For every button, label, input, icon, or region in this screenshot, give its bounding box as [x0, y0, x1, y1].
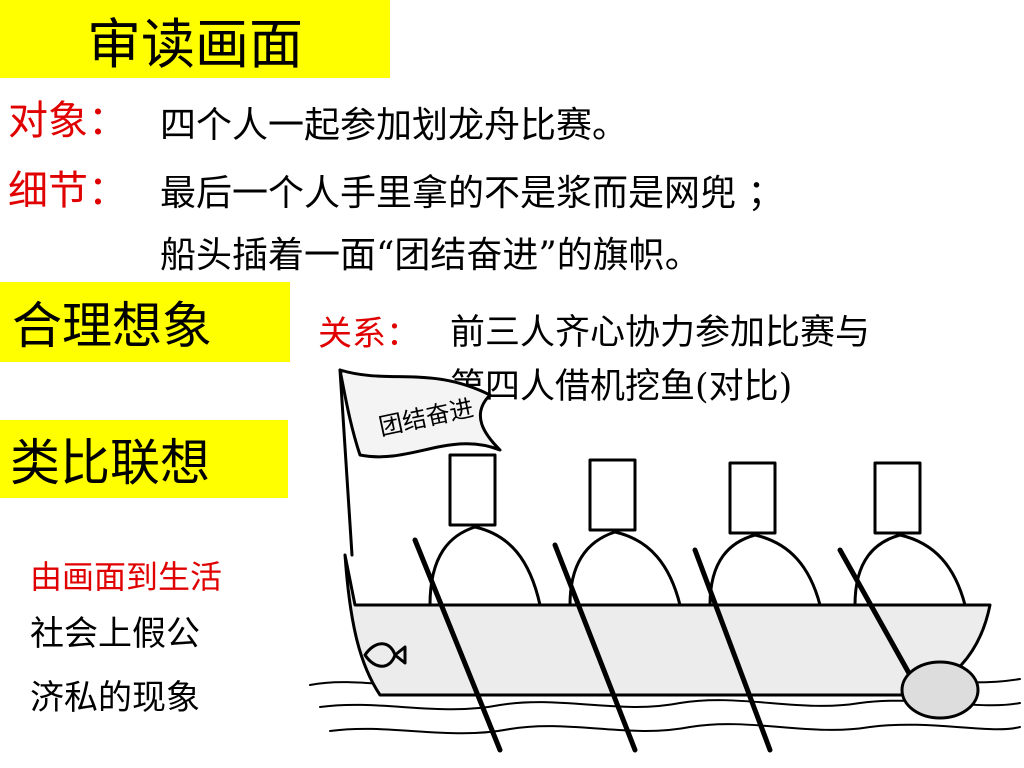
relation-line-2: 第四人借机挖鱼(对比) [450, 367, 793, 407]
detail-line-2: 船头插着一面“团结奋进”的旗帜。 [160, 235, 701, 276]
rower-4 [837, 461, 980, 720]
life-heading: 由画面到生活 [30, 558, 223, 596]
title-banner: 审读画面 [0, 0, 390, 78]
page-title: 审读画面 [87, 12, 303, 76]
object-text: 四个人一起参加划龙舟比赛。 [160, 105, 629, 146]
boat-hull [343, 553, 992, 697]
flag [338, 368, 502, 459]
imagination-banner: 合理想象 [0, 282, 290, 362]
life-line-1: 社会上假公 [30, 614, 200, 654]
imagination-title: 合理想象 [12, 297, 212, 355]
dragon-boat-cartoon: 团结奋进 [309, 368, 1021, 753]
flag-pole [338, 368, 354, 557]
fish [363, 642, 407, 668]
analogy-banner: 类比联想 [0, 420, 288, 498]
detail-label: 细节： [8, 168, 128, 214]
relation-line-1: 前三人齐心协力参加比赛与 [450, 313, 871, 353]
detail-line-1: 最后一个人手里拿的不是浆而是网兜 ； [160, 173, 784, 214]
object-label: 对象： [8, 98, 128, 144]
rower-1 [412, 453, 542, 753]
life-line-2: 济私的现象 [30, 678, 200, 718]
rower-2 [552, 458, 682, 753]
relation-label: 关系： [318, 314, 420, 354]
fishing-net [900, 660, 980, 720]
analogy-title: 类比联想 [10, 434, 210, 492]
rower-3 [692, 461, 822, 753]
